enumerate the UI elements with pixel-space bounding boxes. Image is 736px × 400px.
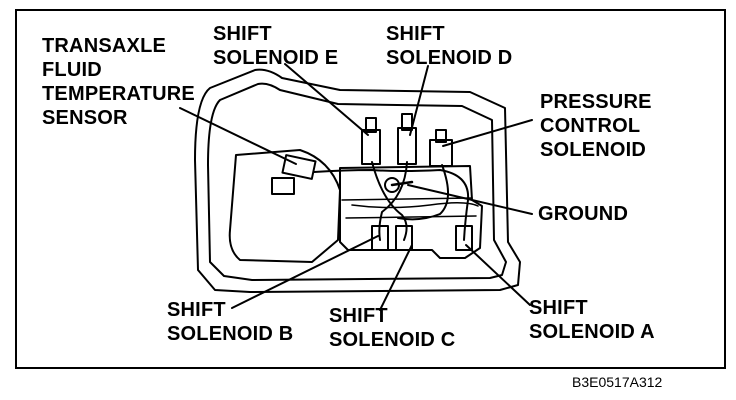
temperature-sensor-tab [271,177,295,195]
pressure-solenoid-cap [435,129,447,143]
wiring-harness-3 [378,161,408,241]
valve-body-ledge [341,197,473,201]
case-cavity-left [228,149,341,263]
solenoid-a-body [455,225,473,251]
label-shift-solenoid-b: SHIFT SOLENOID B [167,299,294,345]
wiring-harness-4 [397,164,449,221]
temperature-sensor-body [281,154,317,180]
valve-body-ledge-2 [345,215,477,219]
label-pressure-control-solenoid: PRESSURE CONTROL SOLENOID [540,91,652,161]
valve-body [339,165,483,259]
label-shift-solenoid-a: SHIFT SOLENOID A [529,297,655,343]
pressure-solenoid-body [429,139,453,167]
label-temperature-sensor: TRANSAXLE FLUID TEMPERATURE SENSOR [42,35,195,129]
solenoid-d-cap [401,113,413,131]
label-ground: GROUND [538,203,629,225]
leader-pressure [442,119,533,147]
wiring-harness [313,169,470,241]
leader-shift-d [409,65,429,136]
solenoid-e-cap [365,117,377,133]
solenoid-c-body [395,225,413,251]
leader-shift-c [379,244,413,311]
leader-ground [407,184,533,215]
label-shift-solenoid-d: SHIFT SOLENOID D [386,23,513,69]
label-shift-solenoid-c: SHIFT SOLENOID C [329,305,456,351]
leader-tft [179,107,297,165]
case-outline-outer [194,68,521,293]
wiring-harness-2 [371,161,408,241]
leader-shift-b [231,235,379,309]
solenoid-e-body [361,129,381,165]
solenoid-d-body [397,127,417,165]
label-shift-solenoid-e: SHIFT SOLENOID E [213,23,339,69]
figure-frame [15,9,726,369]
leader-shift-a [465,244,531,306]
figure-code: B3E0517A312 [572,374,663,390]
wiring-harness-5 [351,202,479,209]
leader-shift-e [284,63,369,136]
